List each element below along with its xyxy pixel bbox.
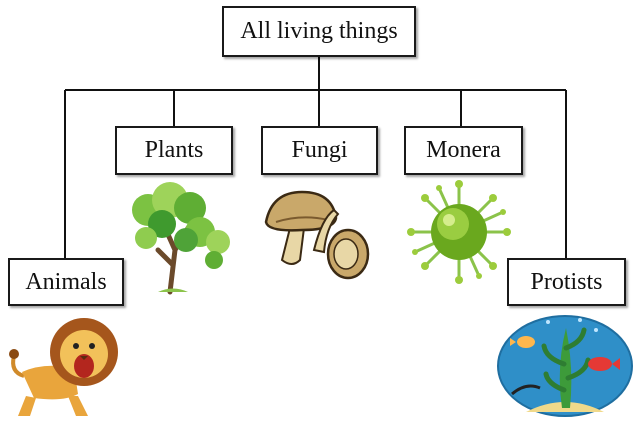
node-fungi: Fungi xyxy=(261,126,378,175)
tree-icon xyxy=(132,182,230,295)
node-monera-label: Monera xyxy=(426,137,501,163)
node-plants-label: Plants xyxy=(144,137,204,163)
node-plants: Plants xyxy=(115,126,233,175)
node-monera: Monera xyxy=(404,126,523,175)
underwater-seaweed-icon xyxy=(497,315,633,417)
node-animals: Animals xyxy=(8,258,124,306)
root-node-all-living-things: All living things xyxy=(222,6,416,57)
lion-icon xyxy=(9,318,118,416)
node-animals-label: Animals xyxy=(25,268,107,295)
node-fungi-label: Fungi xyxy=(291,137,348,163)
virus-icon xyxy=(407,180,511,284)
root-node-label: All living things xyxy=(240,18,398,44)
mushroom-icon xyxy=(264,190,370,280)
node-protists-label: Protists xyxy=(530,268,603,295)
node-protists: Protists xyxy=(507,258,626,306)
